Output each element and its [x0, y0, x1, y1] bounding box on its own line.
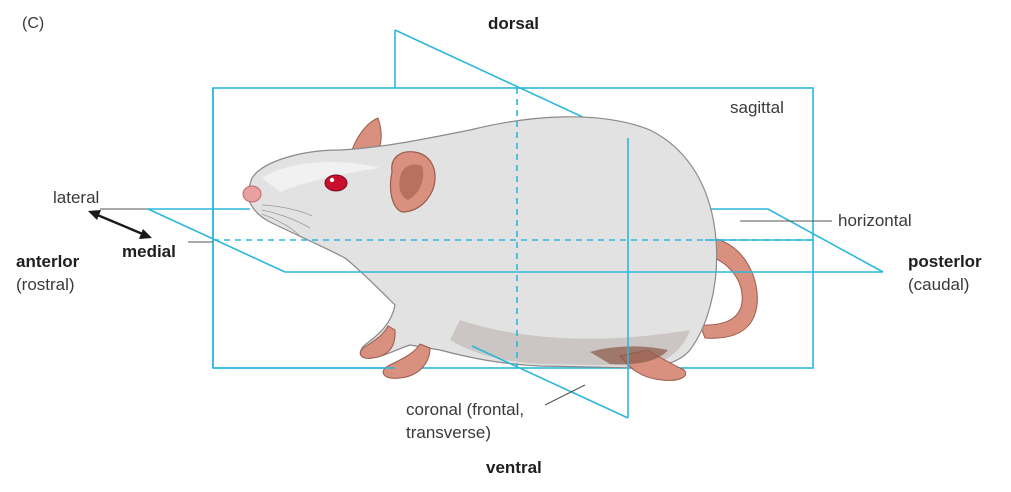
double-headed-arrow-icon	[88, 210, 152, 239]
rat-illustration	[242, 116, 758, 381]
sagittal-label: sagittal	[730, 98, 784, 117]
dorsal-label: dorsal	[488, 14, 540, 33]
horizontal-plane-back	[148, 208, 884, 273]
rat-whiskers	[261, 204, 313, 237]
posterior-alt-label: (caudal)	[908, 275, 970, 294]
rat-eye	[324, 174, 348, 192]
rat-front-paw-2	[382, 343, 431, 379]
medial-label: medial	[122, 242, 176, 261]
lateral-label: lateral	[53, 188, 100, 207]
ventral-label: ventral	[486, 458, 542, 477]
leader-lines	[100, 208, 832, 406]
rat-nose	[242, 185, 262, 203]
coronal-plane	[471, 88, 629, 419]
rat-tail	[699, 237, 758, 339]
rat-head-highlight	[262, 162, 380, 192]
anterior-label: anterlor	[16, 252, 80, 271]
coronal-label-line2: transverse)	[406, 423, 492, 442]
horizontal-plane	[147, 208, 883, 273]
coronal-label-line1: coronal (frontal,	[406, 400, 525, 419]
panel-label: (C)	[22, 15, 45, 32]
horizontal-label: horizontal	[838, 211, 912, 230]
anterior-alt-label: (rostral)	[16, 275, 75, 294]
posterior-label: posterlor	[908, 252, 982, 271]
sagittal-plane-front	[212, 88, 395, 369]
rat-front-paw	[359, 325, 396, 359]
rat-hind-patch	[590, 346, 668, 365]
